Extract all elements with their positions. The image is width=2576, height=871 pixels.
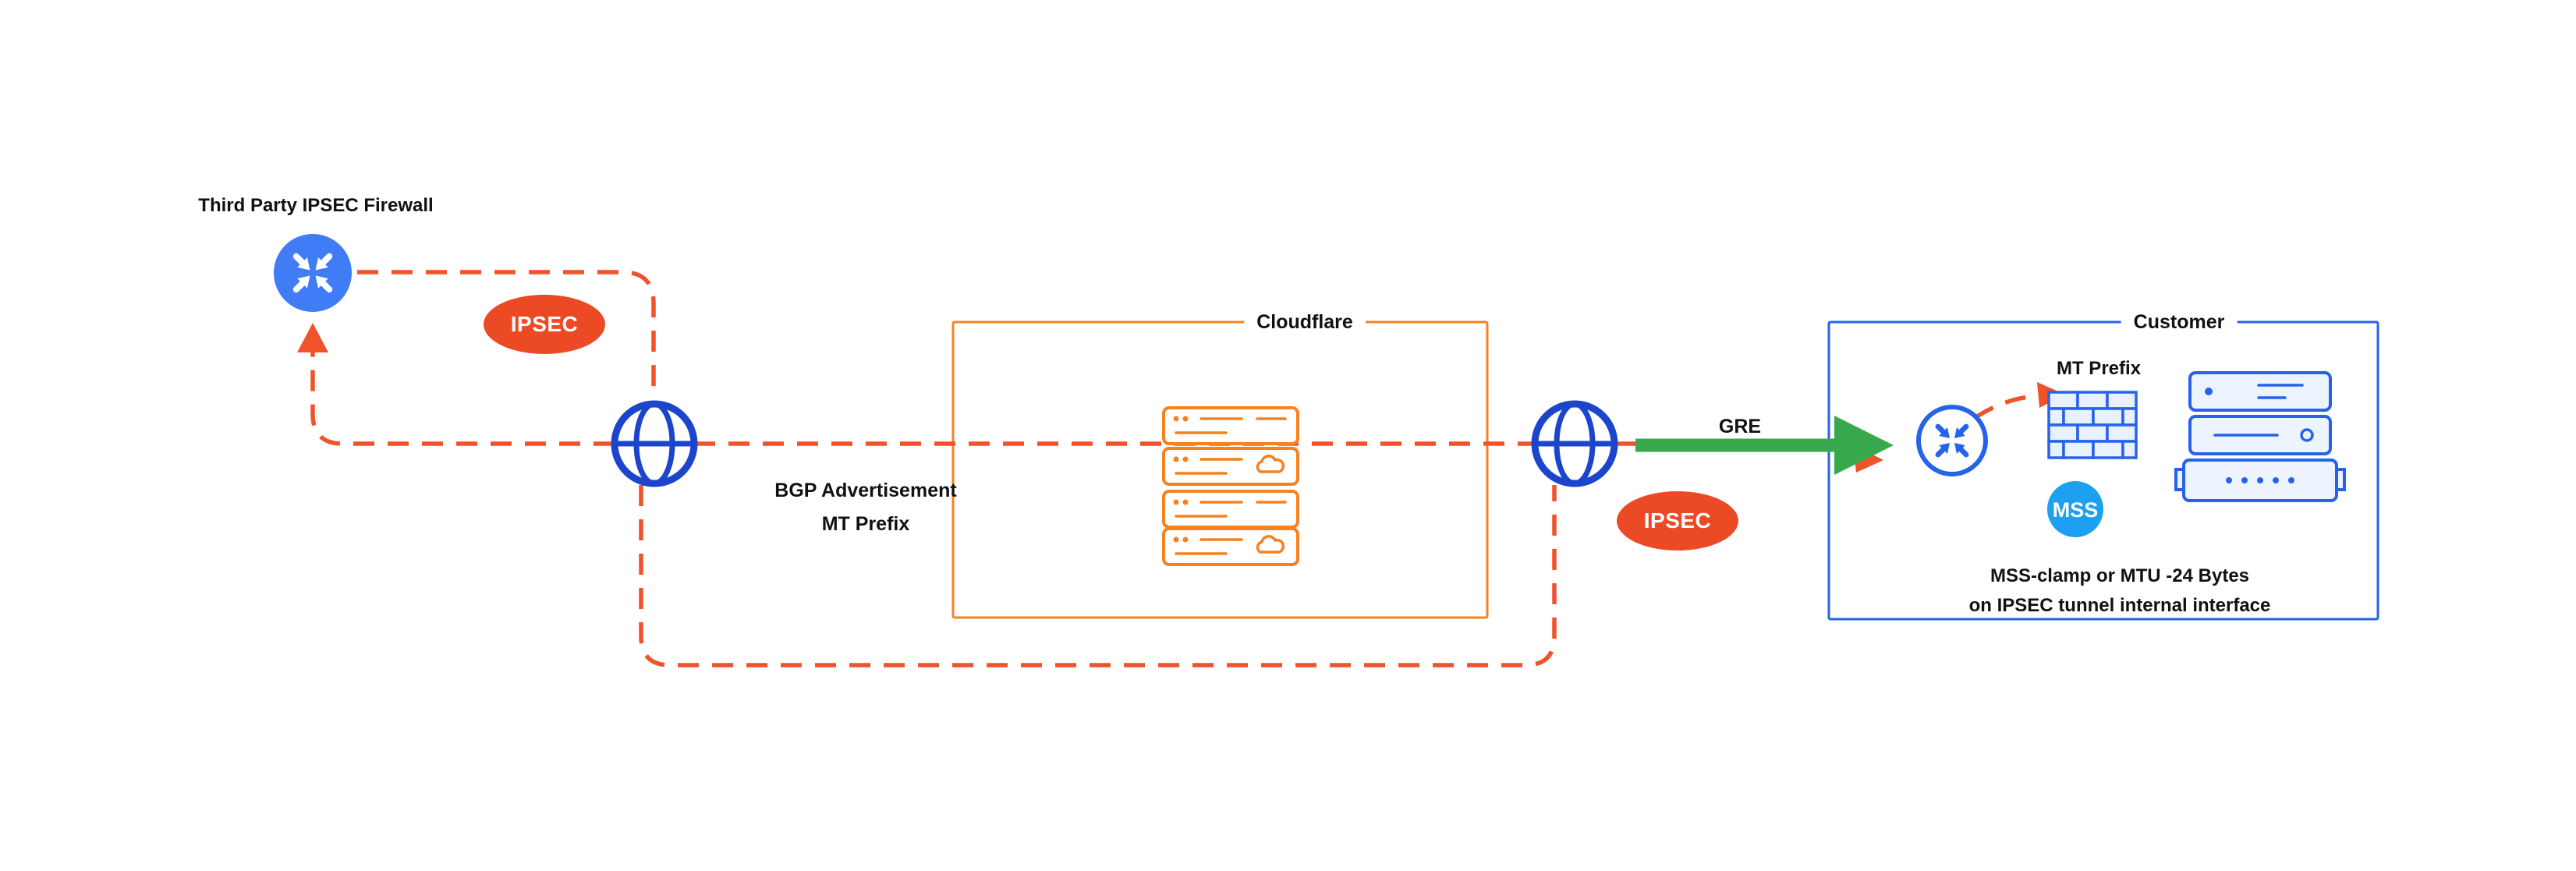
bgp-advertisement-line2: MT Prefix bbox=[821, 513, 910, 535]
ipsec-badge-right: IPSEC bbox=[1617, 491, 1738, 551]
gre-arrow-icon bbox=[1635, 416, 1894, 475]
bgp-advertisement-label: BGP Advertisement MT Prefix bbox=[671, 474, 1061, 541]
tunnel-loop-path bbox=[639, 485, 1557, 667]
mss-clamp-note-line2: on IPSEC tunnel internal interface bbox=[1968, 595, 2271, 616]
mss-clamp-note: MSS-clamp or MTU -24 Bytes on IPSEC tunn… bbox=[1925, 561, 2315, 621]
third-party-firewall-title: Third Party IPSEC Firewall bbox=[198, 195, 434, 216]
cloud-icon bbox=[1256, 535, 1285, 554]
mt-prefix-label: MT Prefix bbox=[2056, 358, 2142, 379]
third-party-firewall-router-icon bbox=[274, 234, 352, 312]
internet-globe-icon-right bbox=[1531, 400, 1618, 487]
customer-box bbox=[1827, 320, 2379, 621]
internet-globe-icon-left bbox=[611, 400, 698, 487]
firewall-icon bbox=[2047, 391, 2138, 459]
gre-label: GRE bbox=[1718, 416, 1762, 437]
mss-badge-label: MSS bbox=[2053, 498, 2099, 522]
mss-clamp-note-line1: MSS-clamp or MTU -24 Bytes bbox=[1990, 565, 2250, 586]
customer-server-stack-icon bbox=[2174, 371, 2346, 502]
cloud-icon bbox=[1256, 455, 1285, 473]
cloudflare-server-stack-icon bbox=[1162, 406, 1299, 566]
cloudflare-box-label: Cloudflare bbox=[1244, 311, 1366, 334]
mt-prefix-path bbox=[1973, 394, 2038, 420]
up-arrowhead-icon bbox=[297, 323, 328, 352]
ipsec-badge-left: IPSEC bbox=[484, 295, 605, 354]
customer-box-label: Customer bbox=[2121, 311, 2238, 334]
customer-router-icon bbox=[1916, 405, 1988, 476]
bgp-advertisement-line1: BGP Advertisement bbox=[774, 480, 957, 501]
cloudflare-box bbox=[951, 320, 1489, 619]
tunnel-path-firewall-to-internet bbox=[357, 270, 656, 399]
return-path-to-firewall bbox=[310, 352, 615, 446]
mss-badge: MSS bbox=[2047, 481, 2103, 537]
